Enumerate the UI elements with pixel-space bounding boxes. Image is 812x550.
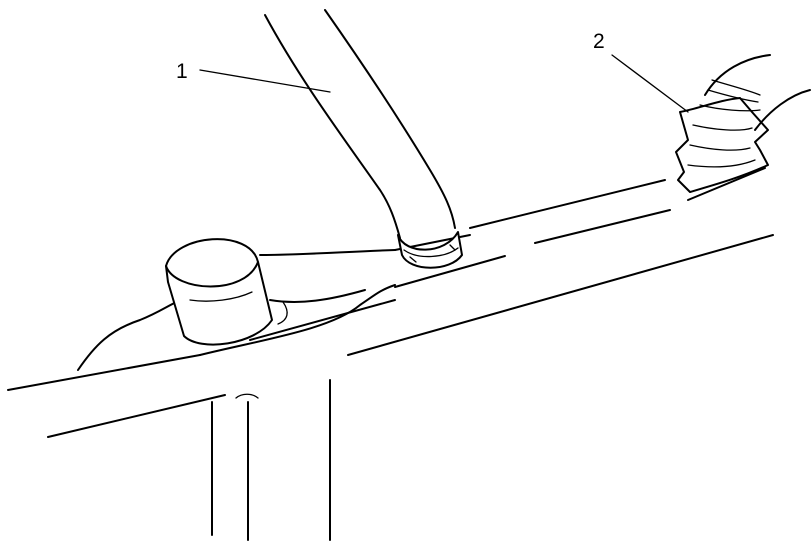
callout-1: 1 bbox=[176, 60, 331, 93]
upper-hose bbox=[264, 9, 463, 269]
radiator-core bbox=[211, 379, 331, 541]
radiator-top-tank bbox=[7, 159, 774, 438]
callout-2: 2 bbox=[593, 30, 689, 113]
radiator-cap bbox=[165, 238, 288, 346]
callout-2-label: 2 bbox=[593, 30, 605, 53]
callout-1-label: 1 bbox=[176, 60, 188, 83]
side-hose-fitting bbox=[675, 54, 811, 193]
